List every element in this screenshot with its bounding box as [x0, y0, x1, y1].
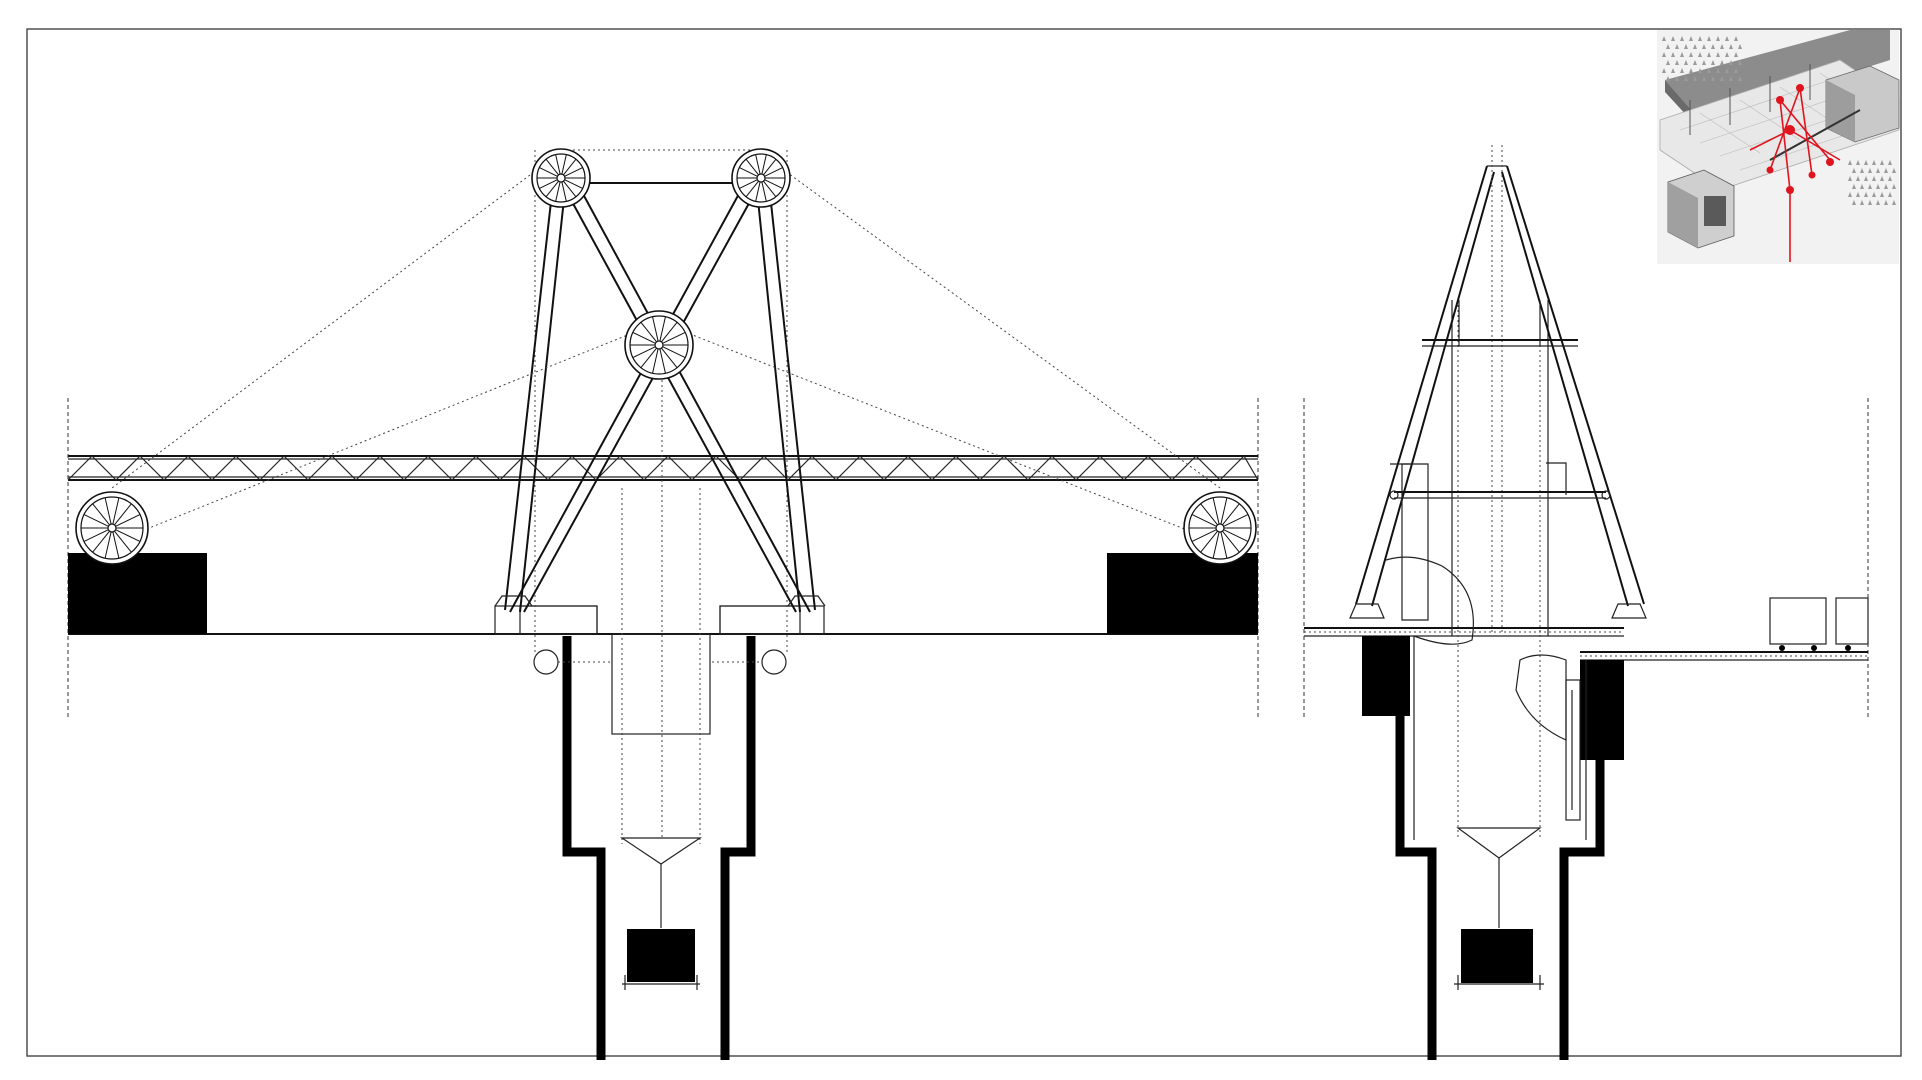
wheel-bottom-right: [1183, 491, 1257, 565]
bucket-cone: [620, 837, 702, 865]
wheel-center: [624, 310, 694, 380]
gate-upper: [1401, 463, 1429, 621]
drawing-frame: [26, 28, 1902, 1057]
inset-highlight: [1749, 87, 1841, 262]
side-tower: [1349, 145, 1647, 632]
side-bucket-cone: [1456, 827, 1542, 859]
counterweight: [627, 929, 695, 982]
side-elevation: [1303, 145, 1869, 1060]
roller-left: [533, 649, 559, 675]
wheel-top-right: [731, 148, 791, 208]
front-elevation: [67, 148, 1259, 1060]
shaft-hopper-box: [611, 633, 711, 735]
axonometric-inset: [1657, 30, 1900, 264]
gate-swing-upper: [1385, 556, 1474, 645]
side-counterweight: [1461, 929, 1533, 983]
gate-swing-lower: [1515, 654, 1567, 741]
shaft-wall-right: [720, 636, 756, 1060]
shaft-wall-left: [562, 636, 606, 1060]
side-shaft-left: [1395, 636, 1437, 1060]
base-block-right: [1107, 553, 1258, 634]
truss-beam: [67, 455, 1259, 481]
base-block-left: [68, 553, 207, 634]
cables: [111, 159, 1221, 838]
side-shaft-right: [1559, 660, 1605, 1060]
wheel-top-left: [531, 148, 591, 208]
mine-carts: [1769, 597, 1869, 651]
a-frame: [494, 169, 826, 613]
roller-right: [761, 649, 787, 675]
wheel-bottom-left: [75, 491, 149, 565]
